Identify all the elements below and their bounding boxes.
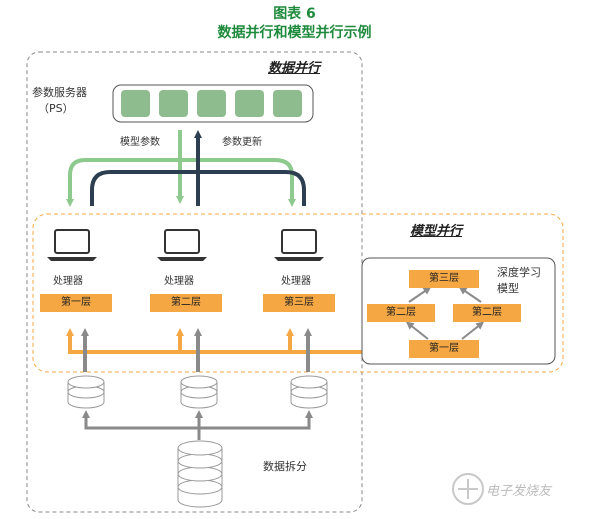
layer-box: 第一层: [40, 294, 112, 312]
model-layer-box: 第一层: [409, 340, 479, 358]
param-update-label: 参数更新: [222, 137, 262, 148]
layer-box: 第三层: [263, 294, 335, 312]
model-params-arrow: [180, 158, 296, 207]
model-feedback-arrow: [66, 328, 362, 354]
data-split-label: 数据拆分: [263, 460, 307, 473]
model-layer-arrow: [405, 321, 429, 340]
model-layer-box: 第二层: [367, 304, 435, 322]
ps-block: [273, 90, 302, 117]
laptop-icon: [157, 229, 207, 261]
ps-block: [197, 90, 226, 117]
deep-model-label: 深度学习: [497, 266, 541, 279]
ps-label: 参数服务器: [32, 86, 87, 99]
model-layer-arrow: [461, 321, 485, 340]
model-parallel-label: 模型并行: [410, 224, 463, 239]
model-params-arrow: [66, 158, 180, 207]
processor-label: 处理器: [53, 276, 83, 287]
ps-block: [121, 90, 150, 117]
model-parallel-frame: [32, 213, 564, 373]
model-params-label: 模型参数: [120, 137, 160, 148]
figure-title: 图表 6: [273, 6, 316, 22]
data-split-arrow: [82, 410, 201, 440]
laptop-icon: [274, 229, 324, 261]
ps-block: [235, 90, 264, 117]
laptop-icon: [47, 229, 97, 261]
model-layer-arrow: [408, 286, 432, 303]
processor-label: 处理器: [281, 276, 311, 287]
watermark-logo-icon: [452, 473, 484, 505]
watermark-text: 电子发烧友: [486, 484, 552, 499]
layer-box: 第二层: [150, 294, 222, 312]
data-shard-disk-icon: [180, 375, 218, 409]
figure-subtitle: 数据并行和模型并行示例: [217, 25, 372, 41]
data-shard-disk-icon: [290, 375, 328, 409]
ps-block: [159, 90, 188, 117]
data-parallel-label: 数据并行: [268, 61, 321, 76]
data-shard-disk-icon: [67, 375, 105, 409]
deep-model-label: 模型: [497, 282, 519, 295]
processor-label: 处理器: [164, 276, 194, 287]
model-layer-box: 第二层: [453, 304, 521, 322]
model-layer-box: 第三层: [409, 270, 479, 288]
data-split-arrow: [199, 410, 313, 430]
ps-label-suffix: （PS）: [38, 102, 74, 115]
dataset-disk-icon: [177, 440, 223, 508]
model-layer-arrow: [458, 286, 482, 303]
